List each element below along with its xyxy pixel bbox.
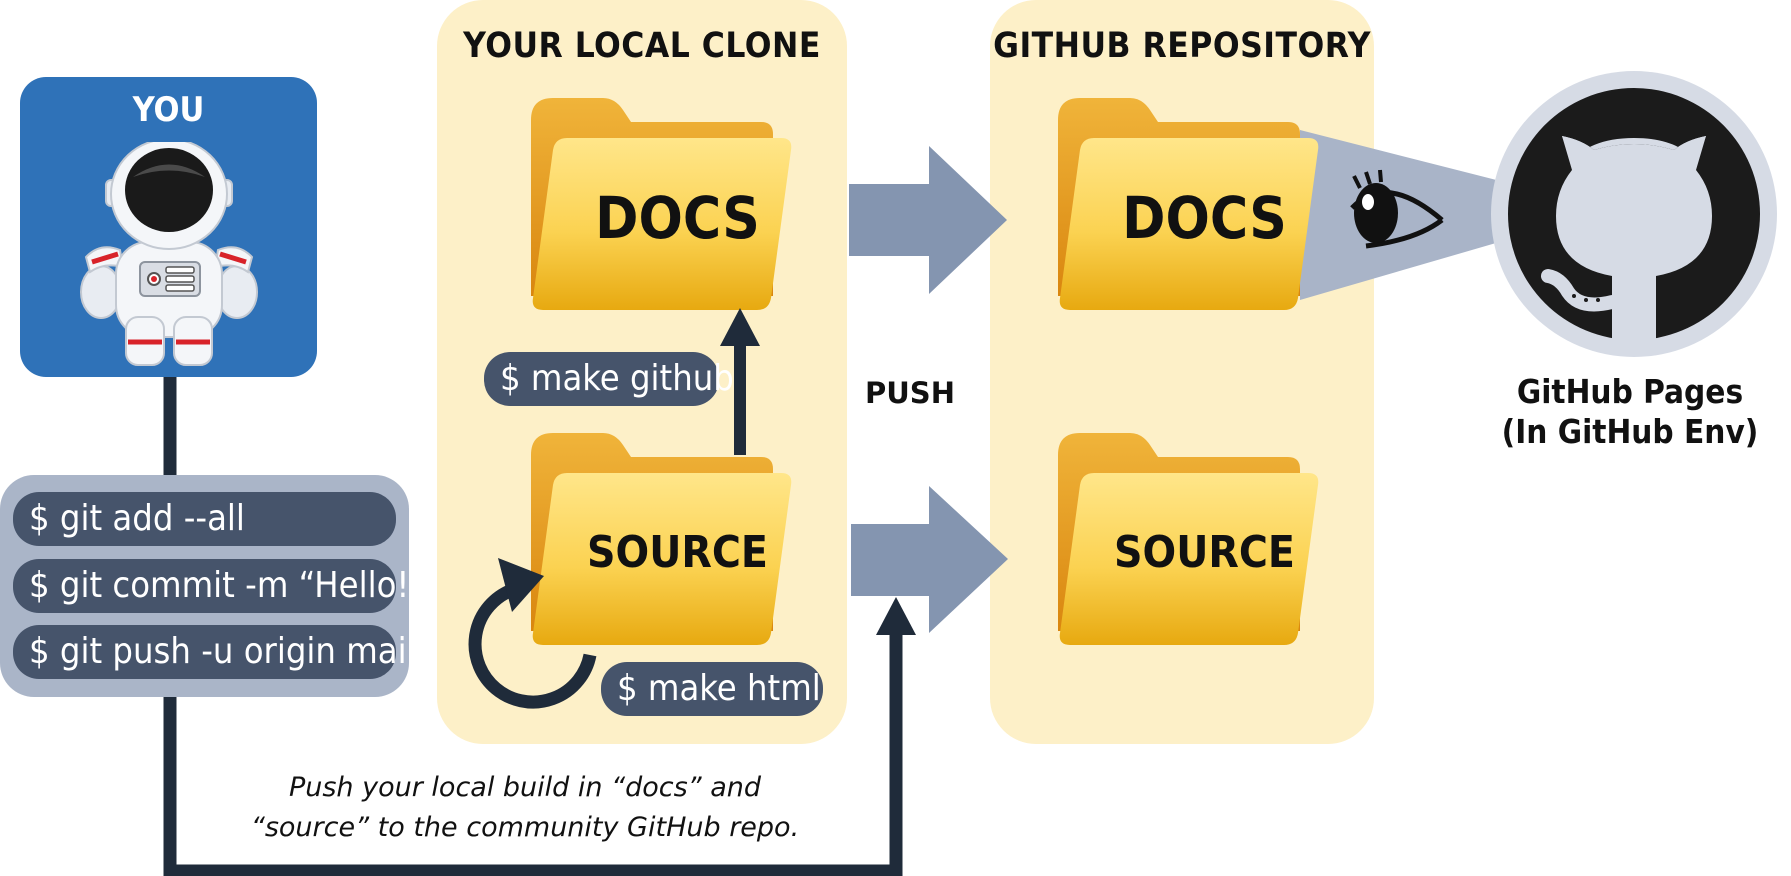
eye-icon	[1350, 169, 1444, 249]
git-add-command: $ git add --all	[13, 492, 396, 546]
github-pages-line2: (In GitHub Env)	[1501, 412, 1759, 451]
local-source-folder: SOURCE	[531, 433, 794, 647]
git-push-command: $ git push -u origin main	[13, 625, 427, 679]
github-pages-label: GitHub Pages (In GitHub Env)	[1480, 372, 1780, 452]
git-commands-box: $ git add --all $ git commit -m “Hello!"…	[0, 475, 427, 697]
astronaut-icon	[80, 142, 258, 366]
repo-source-label: SOURCE	[1114, 527, 1295, 578]
repo-docs-folder: DOCS	[1058, 98, 1321, 312]
github-pages-line1: GitHub Pages	[1516, 372, 1744, 411]
push-arrow-source	[851, 486, 1008, 633]
local-clone-title: YOUR LOCAL CLONE	[463, 26, 821, 66]
push-caption-line1: Push your local build in “docs” and	[288, 772, 762, 803]
you-label: YOU	[132, 90, 205, 130]
make-html-cycle-arrow	[468, 583, 597, 709]
local-docs-label: DOCS	[595, 184, 760, 252]
push-caption-line2: “source” to the community GitHub repo.	[250, 812, 800, 843]
local-docs-folder: DOCS	[531, 98, 794, 312]
push-label: PUSH	[865, 376, 955, 410]
local-source-label: SOURCE	[587, 527, 768, 578]
repo-docs-label: DOCS	[1122, 184, 1287, 252]
github-repo-title: GITHUB REPOSITORY	[993, 26, 1371, 66]
push-caption: Push your local build in “docs” and “sou…	[215, 768, 835, 848]
git-commit-command: $ git commit -m “Hello!"	[13, 559, 424, 613]
github-octocat-icon	[1491, 71, 1777, 357]
push-arrow-docs	[849, 146, 1007, 294]
make-html-command: $ make html	[601, 662, 823, 716]
you-box: YOU	[20, 77, 317, 377]
repo-source-folder: SOURCE	[1058, 433, 1321, 647]
commands-to-push-line	[163, 625, 903, 876]
make-github-command: $ make github	[484, 352, 734, 406]
caption-arrowhead	[876, 597, 916, 635]
